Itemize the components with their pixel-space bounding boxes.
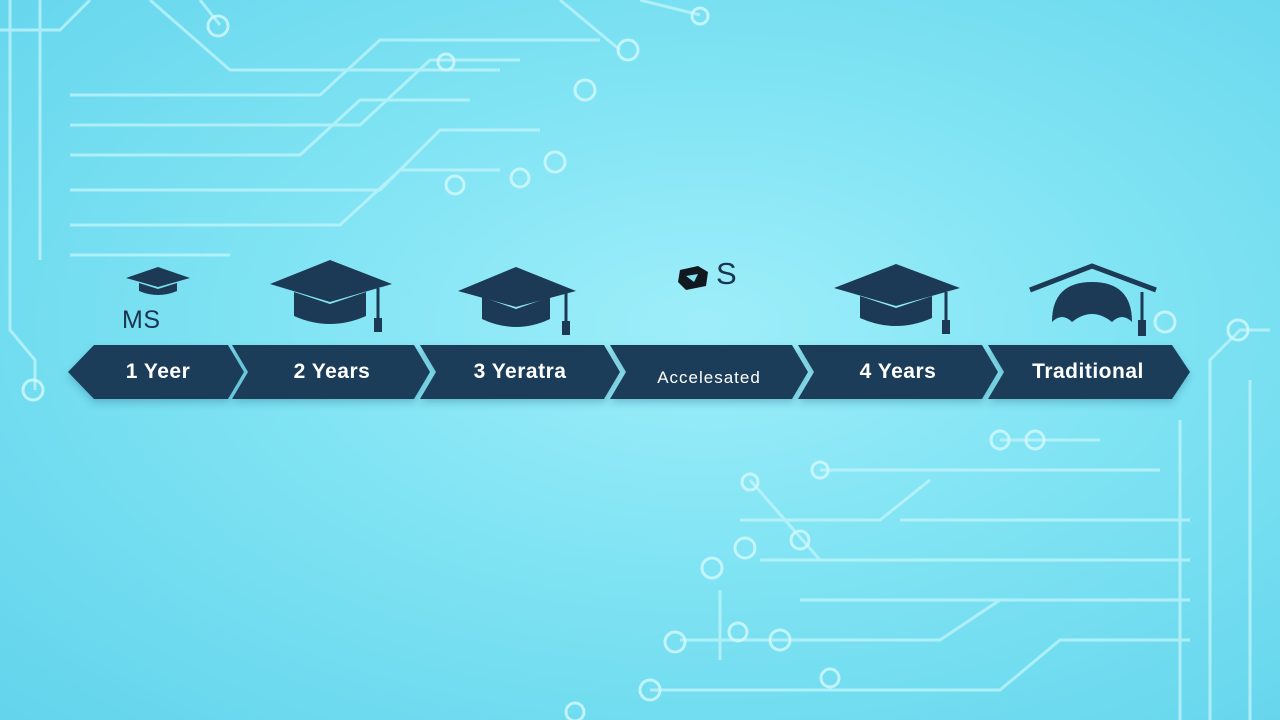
stage-label-2: 2 Years: [293, 360, 371, 383]
stage-label-1: 1 Yeer: [125, 360, 191, 383]
stage-label-4: Accelesated: [657, 368, 761, 387]
graduation-cap-icon: [834, 264, 960, 334]
stage-arrow-4: [610, 345, 808, 399]
stage-arrow-6: [988, 345, 1190, 399]
s-label: S: [716, 256, 737, 291]
stage-arrow-3: [420, 345, 620, 399]
stage-label-3: 3 Yeratra: [473, 360, 567, 383]
tag-icon: [678, 266, 708, 290]
stage-arrow-5: [798, 345, 998, 399]
stage-arrow-2: [232, 345, 430, 399]
graduation-cap-icon: [270, 260, 392, 332]
stage-label-5: 4 Years: [859, 360, 937, 383]
stage-label-6: Traditional: [1032, 360, 1144, 383]
graduation-cap-icon: [458, 267, 576, 335]
graduation-cap-icon: [126, 267, 190, 295]
ms-label: MS: [122, 306, 161, 334]
roof-cap-icon: [1029, 263, 1157, 336]
stage-arrow-1: [68, 345, 244, 399]
